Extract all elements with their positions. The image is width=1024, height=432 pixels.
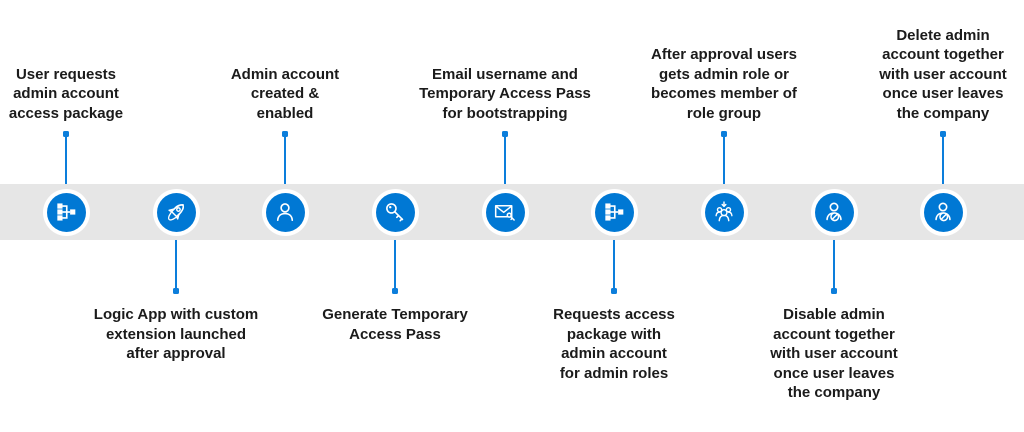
step-node	[371, 188, 419, 236]
step-label: Delete admin account together with user …	[879, 26, 1007, 122]
step-node	[261, 188, 309, 236]
step-node	[481, 188, 529, 236]
step-node-circle	[46, 192, 86, 232]
step-node	[590, 188, 638, 236]
connector-line	[175, 240, 177, 291]
timeline-step-3: Admin account created & enabled	[185, 0, 385, 432]
step-node-circle	[814, 192, 854, 232]
timeline-step-1: User requests admin account access packa…	[0, 0, 166, 432]
step-node	[42, 188, 90, 236]
connector-line	[942, 134, 944, 184]
timeline-step-6: Requests access package with admin accou…	[514, 0, 714, 432]
connector-line	[65, 134, 67, 184]
step-node-circle	[265, 192, 305, 232]
step-node	[919, 188, 967, 236]
step-node-circle	[156, 192, 196, 232]
step-node	[700, 188, 748, 236]
timeline-step-9: Delete admin account together with user …	[843, 0, 1024, 432]
timeline-step-7: After approval users gets admin role or …	[624, 0, 824, 432]
timeline-step-5: Email username and Temporary Access Pass…	[405, 0, 605, 432]
step-label: After approval users gets admin role or …	[651, 46, 797, 122]
step-node-circle	[375, 192, 415, 232]
step-node-circle	[704, 192, 744, 232]
step-label: User requests admin account access packa…	[8, 65, 124, 122]
step-label: Generate Temporary Access Pass	[322, 306, 468, 343]
person-blocked-icon	[930, 199, 956, 225]
connector-line	[394, 240, 396, 291]
connector-dot	[831, 288, 837, 294]
connector-dot	[173, 288, 179, 294]
connector-dot	[392, 288, 398, 294]
timeline-step-2: Logic App with custom extension launched…	[76, 0, 276, 432]
step-label: Logic App with custom extension launched…	[93, 306, 259, 362]
timeline-step-8: Disable admin account together with user…	[734, 0, 934, 432]
step-label: Email username and Temporary Access Pass…	[419, 65, 591, 122]
step-node-circle	[923, 192, 963, 232]
step-node	[810, 188, 858, 236]
step-label: Admin account created & enabled	[230, 65, 340, 122]
step-label: Requests access package with admin accou…	[553, 306, 675, 382]
step-node-circle	[485, 192, 525, 232]
step-node-circle	[594, 192, 634, 232]
connector-line	[504, 134, 506, 184]
connector-line	[613, 240, 615, 291]
step-node	[152, 188, 200, 236]
connector-dot	[611, 288, 617, 294]
connector-line	[833, 240, 835, 291]
connector-line	[284, 134, 286, 184]
timeline-step-4: Generate Temporary Access Pass	[295, 0, 495, 432]
connector-line	[723, 134, 725, 184]
step-label: Disable admin account together with user…	[770, 306, 898, 401]
